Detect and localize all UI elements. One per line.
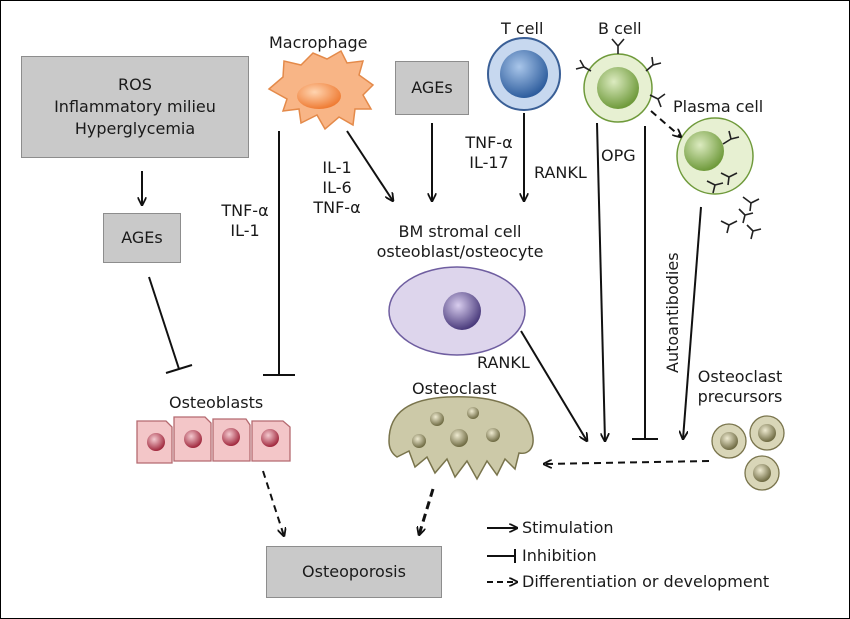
osteoporosis-box: Osteoporosis	[266, 546, 442, 598]
b-cell-label: B cell	[598, 19, 642, 38]
t-cell	[487, 37, 561, 111]
inhibit-bar-ages	[165, 364, 193, 374]
ages-left-box: AGEs	[103, 213, 181, 263]
osteoclast-label: Osteoclast	[412, 379, 497, 398]
stromal-rankl-label: RANKL	[477, 353, 530, 372]
plasma-cell-label: Plasma cell	[673, 97, 764, 116]
precursors-line-1: Osteoclast	[697, 367, 783, 386]
tcell-signals: TNF-α IL-17	[458, 133, 520, 173]
signal-il-17: IL-17	[469, 153, 509, 172]
signal-tnf-b: TNF-α	[313, 198, 361, 217]
stromal-line-2: osteoblast/osteocyte	[376, 242, 544, 261]
osteoblasts-group	[136, 416, 291, 464]
tcell-rankl-label: RANKL	[534, 163, 587, 182]
arrow-stromal-rankl	[520, 330, 587, 441]
macrophage-label: Macrophage	[269, 33, 368, 52]
stromal-cell	[388, 266, 526, 356]
macrophage-stim-signals: IL-1 IL-6 TNF-α	[307, 158, 367, 218]
hyperglycemia-line: Hyperglycemia	[74, 119, 196, 138]
arrow-bcell-rankl	[596, 122, 605, 441]
osteoclast-cell	[388, 396, 534, 481]
osteoporosis-label: Osteoporosis	[302, 562, 406, 581]
ages-top-box: AGEs	[395, 61, 469, 115]
signal-il-1: IL-1	[230, 221, 260, 240]
macrophage-cell	[267, 49, 375, 131]
macrophage-inhibit-signals: TNF-α IL-1	[215, 201, 275, 241]
ros-line: ROS	[118, 75, 152, 94]
stromal-cell-label: BM stromal cell osteoblast/osteocyte	[355, 222, 565, 262]
stromal-line-1: BM stromal cell	[398, 222, 522, 241]
ros-box: ROS Inflammatory milieu Hyperglycemia	[21, 56, 249, 158]
ages-left-label: AGEs	[121, 228, 163, 247]
precursors-line-2: precursors	[697, 387, 783, 406]
inflammatory-line: Inflammatory milieu	[54, 97, 216, 116]
legend-inhibition-label: Inhibition	[522, 546, 597, 565]
arrow-osteoclast-osteoporosis	[419, 488, 435, 535]
inhibit-ages-osteoblasts	[148, 276, 180, 370]
arrow-bcell-plasma	[650, 110, 681, 137]
ages-top-label: AGEs	[411, 78, 453, 97]
osteoblasts-label: Osteoblasts	[169, 393, 264, 412]
signal-tcell-tnf: TNF-α	[465, 133, 513, 152]
legend-stimulation-label: Stimulation	[522, 518, 614, 537]
t-cell-label: T cell	[501, 19, 544, 38]
opg-label: OPG	[601, 146, 636, 165]
signal-tnf-a: TNF-α	[221, 201, 269, 220]
arrow-autoantibodies	[683, 206, 702, 439]
plasma-cell	[676, 117, 762, 240]
signal-il-6: IL-6	[322, 178, 352, 197]
precursors-label: Osteoclast precursors	[681, 367, 799, 407]
signal-il-1b: IL-1	[322, 158, 352, 177]
legend-differentiation-label: Differentiation or development	[522, 572, 770, 591]
osteoclast-precursors	[711, 415, 785, 491]
arrow-osteoblast-osteoporosis	[262, 470, 284, 536]
arrow-precursor-osteoclast	[544, 461, 710, 464]
autoantibodies-label: Autoantibodies	[663, 252, 682, 373]
b-cell	[575, 38, 666, 123]
arrow-macrophage-stromal	[346, 130, 393, 201]
